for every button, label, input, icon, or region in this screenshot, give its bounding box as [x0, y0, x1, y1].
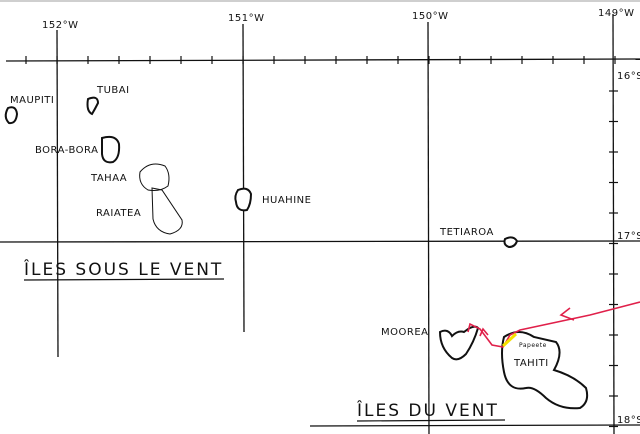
label-iles-du-vent: ÎLES DU VENT — [356, 399, 499, 421]
label-bora-bora: BORA-BORA — [35, 145, 98, 156]
island-tahiti — [501, 331, 589, 410]
meridian-151 — [242, 23, 245, 333]
island-moorea — [438, 325, 480, 361]
island-raiatea — [151, 187, 183, 235]
label-151w: 151°W — [228, 13, 264, 24]
label-tahaa: TAHAA — [90, 173, 127, 184]
label-maupiti: MAUPITI — [10, 95, 54, 106]
parallel-17 — [0, 240, 640, 243]
route-arrowhead — [559, 307, 575, 321]
papeete-highlight — [501, 332, 518, 348]
meridian-152 — [56, 29, 59, 358]
underline-windward — [356, 419, 506, 422]
island-tahaa — [139, 163, 170, 191]
label-tahiti: TAHITI — [513, 358, 549, 369]
route-arrowhead-moorea — [479, 327, 489, 337]
label-150w: 150°W — [412, 11, 448, 22]
island-maupiti — [4, 106, 19, 125]
island-bora-bora — [101, 135, 121, 164]
label-raiatea: RAIATEA — [96, 208, 141, 219]
label-papeete: Papeete — [519, 342, 547, 349]
island-tetiaroa — [503, 236, 519, 249]
parallel-18 — [309, 424, 640, 427]
island-tubai — [86, 96, 100, 116]
label-17s: 17°S — [617, 231, 640, 242]
tick-marks — [25, 56, 618, 428]
meridian-150 — [427, 21, 430, 434]
label-tubai: TUBAI — [96, 85, 130, 96]
label-huahine: HUAHINE — [262, 195, 311, 206]
label-152w: 152°W — [42, 20, 78, 31]
label-tetiaroa: TETIAROA — [439, 227, 494, 238]
label-18s: 18°S — [617, 415, 640, 426]
label-149w: 149°W — [598, 8, 634, 19]
meridian-149 — [612, 13, 615, 434]
label-moorea: MOOREA — [381, 327, 428, 338]
label-iles-sous-le-vent: ÎLES SOUS LE VENT — [23, 258, 223, 280]
route-line — [467, 301, 640, 348]
label-16s: 16°S — [617, 71, 640, 82]
island-huahine — [234, 187, 253, 212]
underline-leeward — [23, 278, 225, 281]
parallel-16 — [5, 58, 640, 62]
